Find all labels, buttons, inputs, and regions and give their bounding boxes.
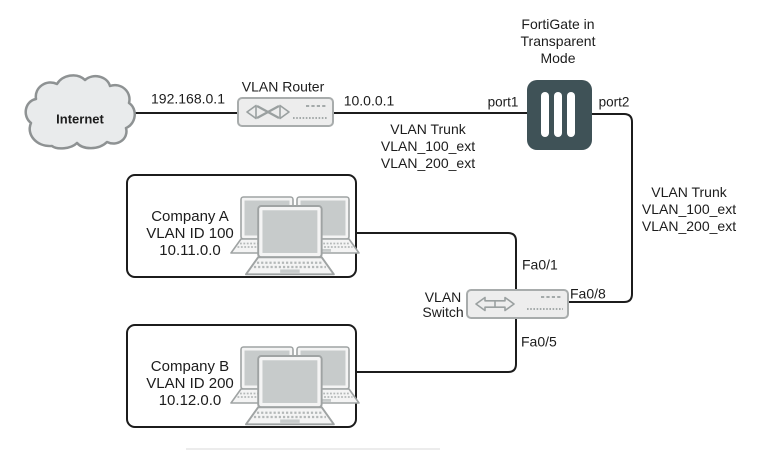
laptop-icon [244,354,335,426]
internet-cloud-icon [24,74,136,150]
switch-name-line1: VLAN [424,289,462,305]
vlan-trunk-top-line2: VLAN_100_ext [380,138,476,154]
vlan-trunk-right-line3: VLAN_200_ext [641,218,737,234]
vlan-trunk-right-label: VLAN Trunk VLAN_100_ext VLAN_200_ext [642,184,736,235]
router-device [237,97,334,127]
switch-device [466,289,569,319]
company-a-label: Company A VLAN ID 100 10.11.0.0 [146,208,234,259]
vlan-trunk-top-label: VLAN Trunk VLAN_100_ext VLAN_200_ext [381,121,475,172]
link-fortigate-switch [566,113,633,303]
company-b-label: Company B VLAN ID 200 10.12.0.0 [146,358,234,409]
laptop-icon [244,204,335,276]
router-wan-ip-label: 192.168.0.1 [151,90,225,107]
vlan-trunk-right-line2: VLAN_100_ext [641,201,737,217]
switch-port-fa01-label: Fa0/1 [522,256,558,273]
fortigate-title: FortiGate in Transparent Mode [521,16,596,67]
company-a-name: Company A [151,208,229,225]
fortigate-port1-label: port1 [487,94,519,110]
switch-port-fa05-label: Fa0/5 [521,333,557,350]
switch-port-fa08-label: Fa0/8 [570,285,606,302]
fortigate-device [527,80,592,150]
fortigate-title-line3: Mode [540,50,576,66]
fortigate-bars-icon [541,92,575,137]
switch-name-line2: Switch [422,304,464,320]
router-name-label: VLAN Router [241,78,325,95]
company-b-vlan-id: VLAN ID 200 [146,375,234,392]
internet-label: Internet [56,111,104,127]
switch-name-label: VLAN Switch [422,290,463,320]
vlan-trunk-right-line1: VLAN Trunk [651,184,727,200]
router-arrows-icon [246,104,290,120]
vlan-trunk-top-line3: VLAN_200_ext [380,155,476,171]
company-b-network: 10.12.0.0 [158,392,222,409]
fortigate-title-line1: FortiGate in [521,16,595,32]
vlan-trunk-top-line1: VLAN Trunk [390,121,466,137]
company-a-network: 10.11.0.0 [159,242,221,259]
switch-arrows-icon [475,296,515,312]
fortigate-port2-label: port2 [598,94,630,110]
company-a-vlan-id: VLAN ID 100 [146,225,234,242]
router-lan-ip-label: 10.0.0.1 [343,92,395,109]
company-b-name: Company B [150,358,230,375]
fortigate-title-line2: Transparent [520,33,596,49]
